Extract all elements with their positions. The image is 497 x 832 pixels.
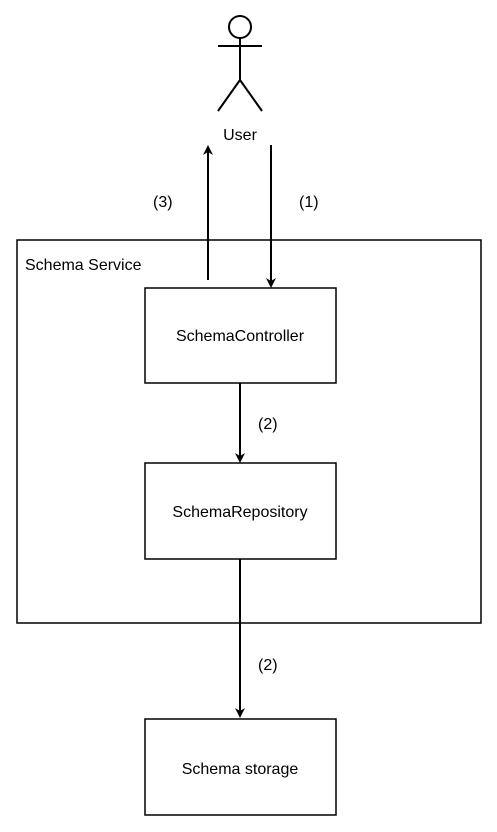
schema-service-label: Schema Service (25, 257, 142, 274)
schema-controller-label: SchemaController (176, 328, 305, 345)
schema-storage-label: Schema storage (182, 761, 299, 778)
schema-repository-box (144, 462, 337, 560)
user-actor-icon (217, 15, 263, 112)
edge-label-2b: (2) (258, 657, 278, 674)
edge-label-3: (3) (153, 194, 173, 211)
edge-label-2a: (2) (258, 416, 278, 433)
schema-storage-box (144, 718, 337, 816)
edge-label-1: (1) (299, 194, 319, 211)
schema-repository-label: SchemaRepository (172, 504, 307, 521)
user-label: User (223, 127, 257, 144)
